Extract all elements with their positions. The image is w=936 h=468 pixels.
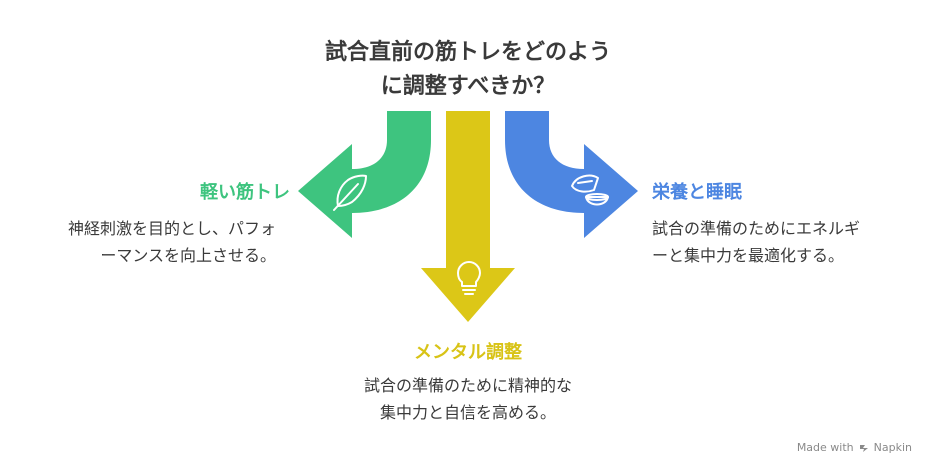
- option-desc-light-training: 神経刺激を目的とし、パフォ ーマンスを向上させる。: [68, 215, 276, 269]
- title-line-1: 試合直前の筋トレをどのよう: [324, 40, 611, 65]
- option-label-nutrition-sleep: 栄養と睡眠: [652, 182, 742, 203]
- option-label-light-training: 軽い筋トレ: [200, 182, 290, 203]
- right-arrow: [505, 111, 638, 238]
- option-desc-nutrition-sleep: 試合の準備のためにエネルギ ーと集中力を最適化する。: [652, 215, 860, 269]
- made-with-napkin-credit: Made with Napkin: [797, 441, 912, 454]
- napkin-logo-icon: [859, 444, 868, 452]
- option-desc-line: 神経刺激を目的とし、パフォ: [67, 219, 276, 238]
- diagram-title: 試合直前の筋トレをどのよう に調整すべきか？: [258, 36, 678, 104]
- credit-brand: Napkin: [873, 441, 912, 454]
- lightbulb-icon: [457, 261, 481, 295]
- option-label-mental-adjustment: メンタル調整: [414, 342, 522, 363]
- left-arrow: [298, 111, 431, 238]
- option-desc-line: 試合の準備のために精神的な: [363, 376, 572, 395]
- title-line-2: に調整すべきか？: [380, 74, 556, 99]
- option-desc-line: ーマンスを向上させる。: [100, 246, 276, 265]
- food-bowl-icon: [571, 174, 609, 206]
- middle-arrow: [421, 111, 515, 322]
- credit-text: Made with: [796, 441, 854, 454]
- feather-icon: [333, 174, 367, 211]
- option-desc-line: 試合の準備のためにエネルギ: [652, 219, 861, 238]
- option-desc-mental-adjustment: 試合の準備のために精神的な 集中力と自信を高める。: [318, 372, 618, 426]
- option-desc-line: 集中力と自信を高める。: [379, 403, 556, 422]
- option-desc-line: ーと集中力を最適化する。: [652, 246, 845, 265]
